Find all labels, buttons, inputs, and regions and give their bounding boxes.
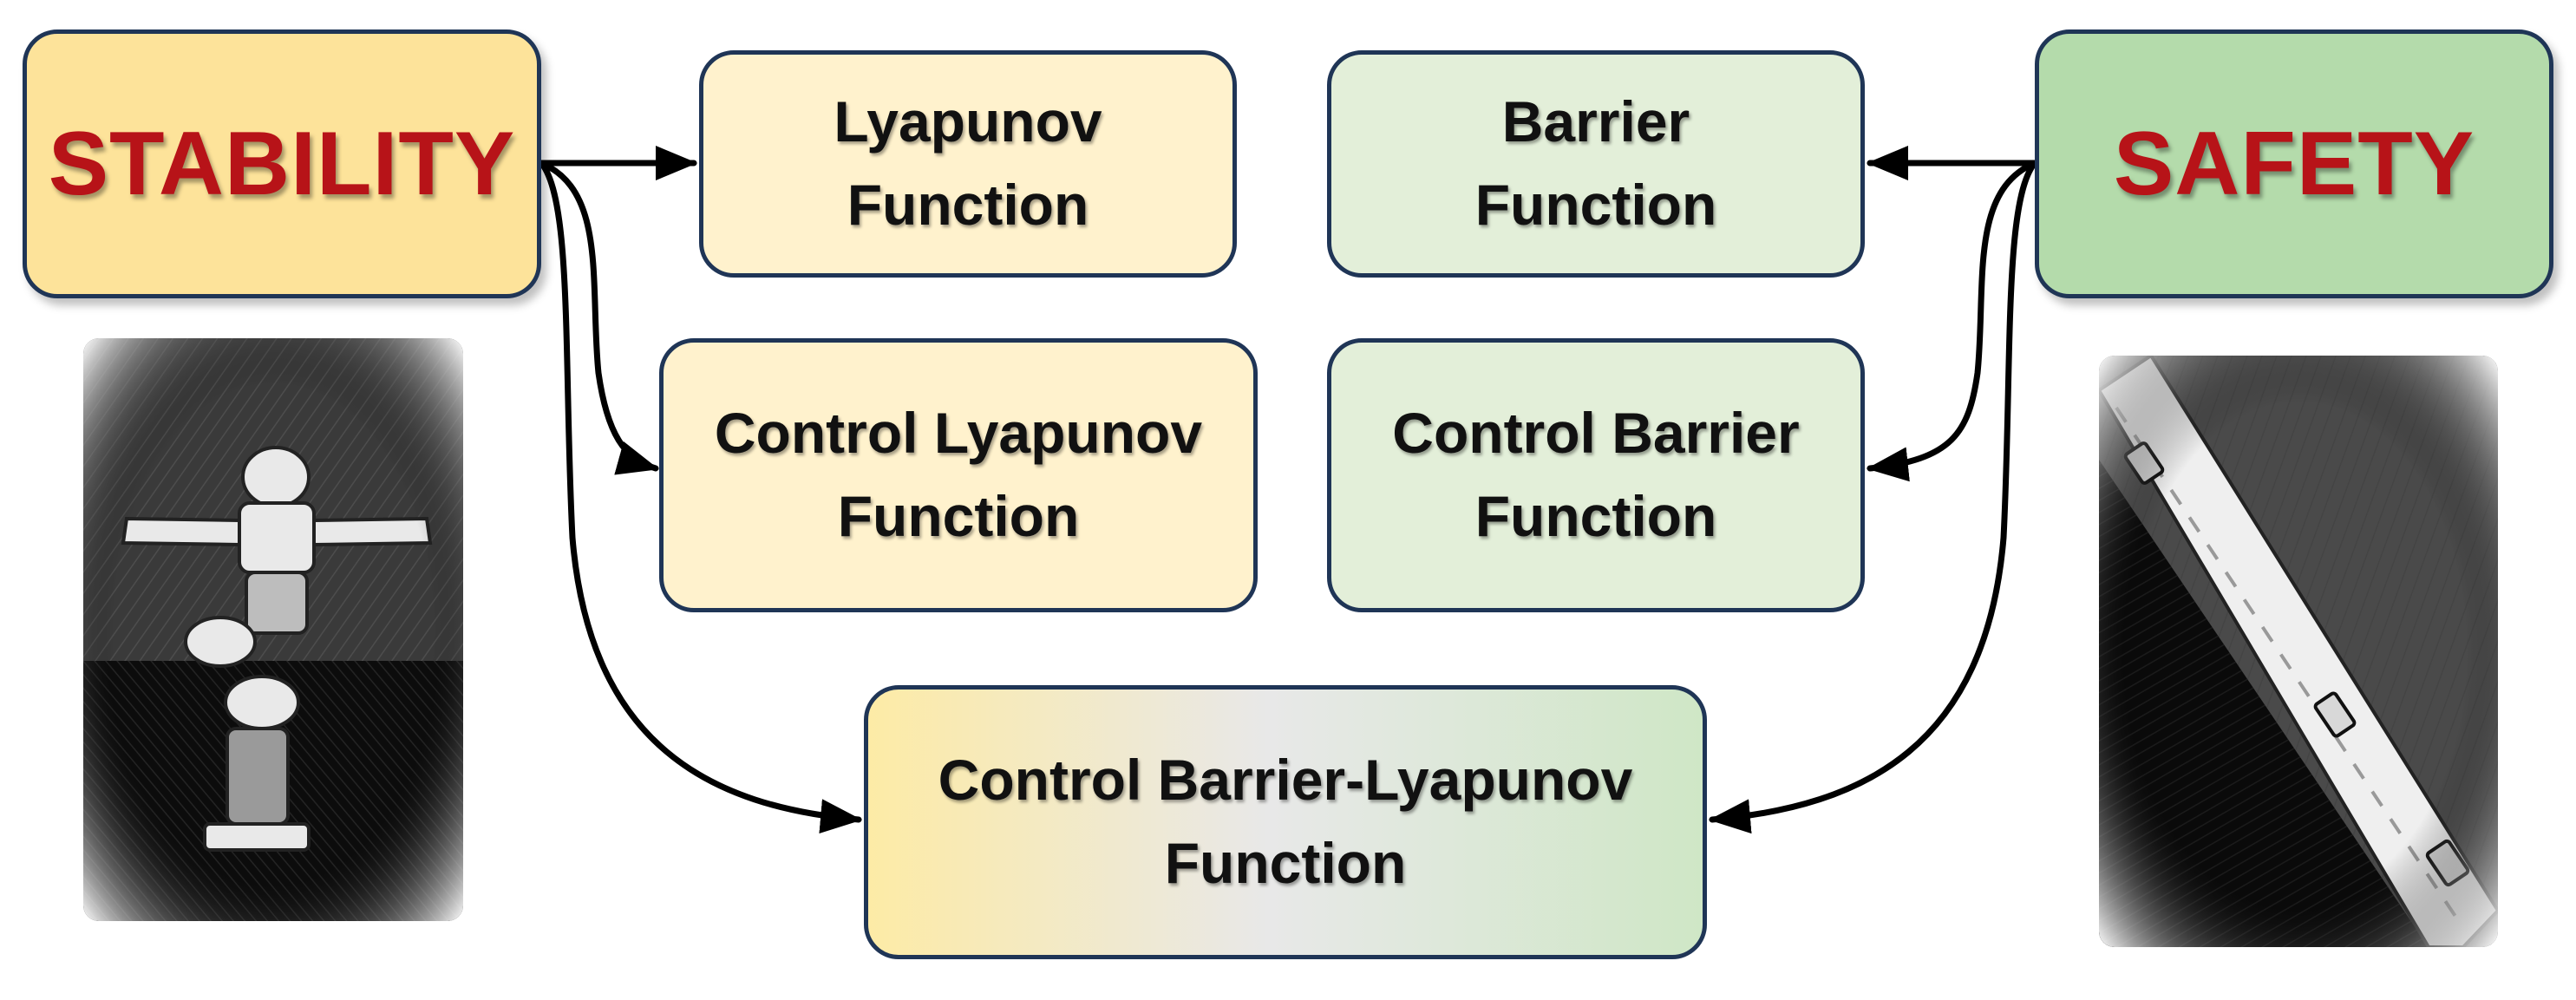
safety-title: SAFETY <box>2113 113 2475 214</box>
control-barrier-function-label: Control Barrier Function <box>1392 401 1800 548</box>
arrow-stability-to-cblf <box>538 160 862 834</box>
control-lyapunov-function-box: Control Lyapunov Function <box>659 338 1258 612</box>
barrier-function-label: Barrier Function <box>1474 89 1717 237</box>
road-aerial-sketch-image <box>2099 356 2498 947</box>
control-barrier-lyapunov-function-label: Control Barrier-Lyapunov Function <box>938 748 1633 895</box>
lyapunov-function-box: Lyapunov Function <box>699 50 1237 278</box>
arrow-safety-to-cblf <box>1709 160 2038 834</box>
barrier-function-box: Barrier Function <box>1327 50 1865 278</box>
lyapunov-function-label: Lyapunov Function <box>834 89 1102 237</box>
arrow-safety-to-cbf <box>1867 160 2038 482</box>
control-barrier-function-box: Control Barrier Function <box>1327 338 1865 612</box>
stability-title: STABILITY <box>48 113 516 214</box>
control-lyapunov-function-label: Control Lyapunov Function <box>714 401 1203 548</box>
humanoid-robot-sketch-image <box>83 338 463 921</box>
control-barrier-lyapunov-function-box: Control Barrier-Lyapunov Function <box>864 685 1707 959</box>
safety-box: SAFETY <box>2035 29 2553 298</box>
stability-box: STABILITY <box>23 29 541 298</box>
arrow-stability-to-clf <box>538 160 659 475</box>
